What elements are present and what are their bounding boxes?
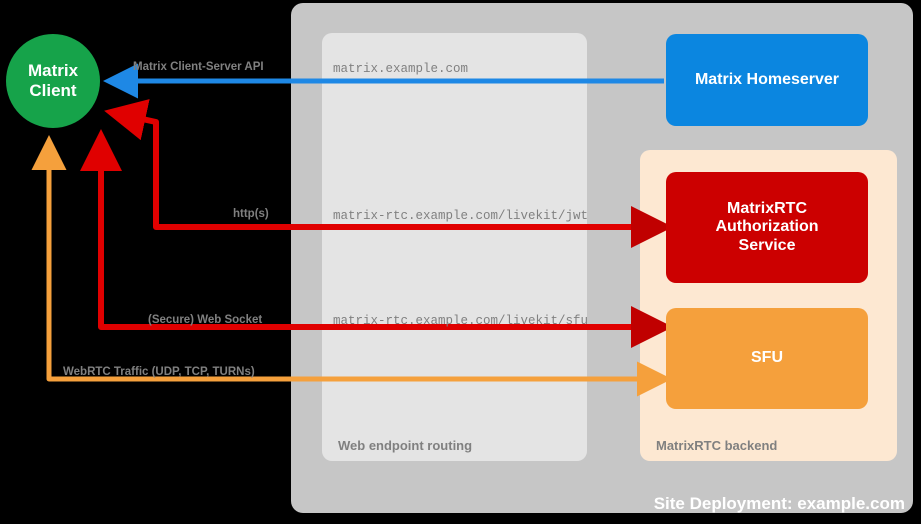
auth-service-label-line3: Service [738, 236, 796, 254]
node-matrix-homeserver[interactable]: Matrix Homeserver [666, 34, 868, 126]
auth-service-label-line1: MatrixRTC [726, 199, 807, 217]
edge-label-cs-api: Matrix Client-Server API [133, 61, 264, 73]
node-sfu[interactable]: SFU [666, 308, 868, 409]
node-matrix-client[interactable]: Matrix Client [6, 34, 100, 128]
web-endpoint-routing-panel [322, 33, 587, 461]
matrix-client-label-line1: Matrix [27, 61, 79, 81]
auth-service-label-line2: Authorization [715, 218, 819, 236]
site-deployment-title: Site Deployment: example.com [653, 494, 905, 513]
web-endpoint-routing-label: Web endpoint routing [338, 438, 473, 453]
url-label-livekit-sfu: matrix-rtc.example.com/livekit/sfu [333, 314, 589, 328]
node-matrixrtc-authorization-service[interactable]: MatrixRTC Authorization Service [666, 172, 868, 283]
url-label-cs-api: matrix.example.com [333, 62, 469, 76]
sfu-label: SFU [751, 349, 783, 367]
edge-label-livekit-sfu: (Secure) Web Socket [148, 314, 263, 326]
matrixrtc-backend-label: MatrixRTC backend [656, 438, 778, 453]
edge-webrtc [31, 135, 672, 397]
edge-label-webrtc: WebRTC Traffic (UDP, TCP, TURNs) [63, 366, 255, 378]
edge-livekit-sfu [80, 129, 673, 348]
matrix-homeserver-label: Matrix Homeserver [694, 70, 840, 88]
url-label-livekit-jwt: matrix-rtc.example.com/livekit/jwt [333, 209, 589, 223]
edge-label-livekit-jwt: http(s) [233, 208, 269, 220]
matrix-client-label-line2: Client [29, 81, 77, 100]
